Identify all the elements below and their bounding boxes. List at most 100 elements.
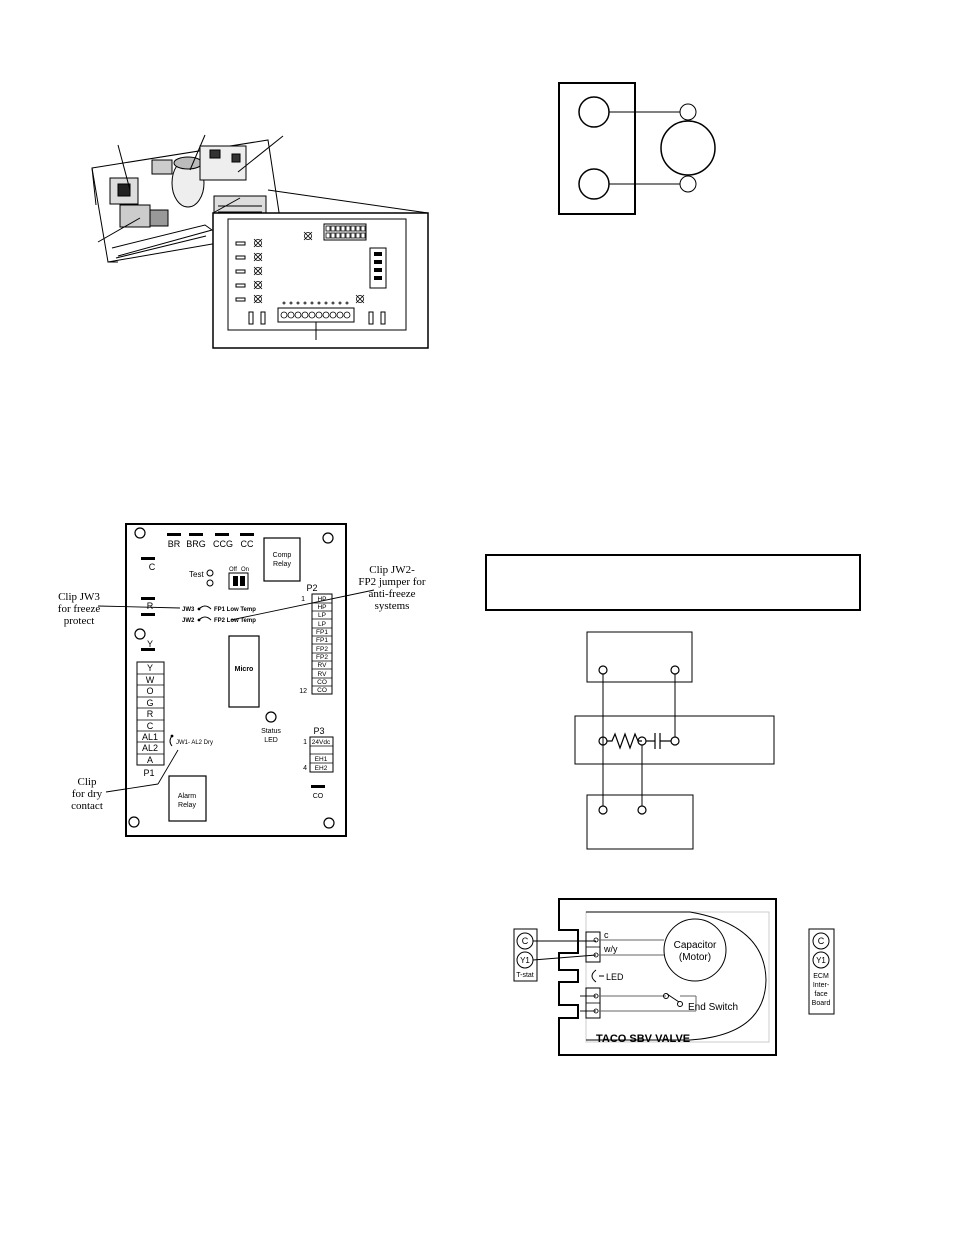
- tstat-terminals: C Y1 T-stat: [513, 928, 597, 982]
- p1-terminal: AL2: [142, 743, 158, 753]
- callout-jw2-line1: Clip JW2-: [369, 564, 415, 576]
- marker-y: Y: [147, 639, 153, 649]
- p2-first-pin: 1: [301, 596, 305, 603]
- status-led-label-1: Status: [261, 728, 281, 735]
- status-led: [265, 711, 277, 723]
- taco-valve-title: TACO SBV VALVE: [596, 1033, 690, 1045]
- jw1-text: JW1- AL2 Dry: [176, 740, 213, 746]
- dip-switch: [228, 572, 249, 590]
- tstat-terminal-c: C: [522, 936, 529, 946]
- board-callouts: Clip JW3 for freeze protect Clip JW2- FP…: [58, 564, 426, 812]
- callout-jw2-line4: systems: [375, 600, 410, 612]
- p2-terminal: HP: [317, 596, 326, 603]
- p1-terminal: W: [146, 675, 155, 685]
- wire-c-label: c: [604, 930, 609, 940]
- ecm-terminal-y1: Y1: [816, 956, 826, 965]
- capacitor-label-2: (Motor): [679, 952, 711, 963]
- p3-label: P3: [313, 726, 324, 736]
- jw2-label: JW2: [182, 618, 195, 624]
- p2-terminal: FP1: [316, 629, 328, 636]
- p1-terminal: C: [147, 721, 154, 731]
- p2-terminal: CO: [317, 687, 327, 694]
- p1-terminal-block: Y W O G R C AL1 AL2 A P1: [136, 661, 165, 778]
- comp-relay-label-2: Relay: [273, 561, 291, 568]
- end-switch-label: End Switch: [688, 1002, 738, 1013]
- p3-last-pin: 4: [303, 765, 307, 772]
- callout-dry-line1: Clip: [78, 776, 97, 788]
- callout-jw3-line3: protect: [64, 615, 95, 627]
- p3-terminal: EH2: [315, 765, 328, 772]
- p3-terminal-block: P3 1 4 24Vdc EH1 EH2 CO: [303, 726, 334, 800]
- co-label: CO: [313, 793, 324, 800]
- comp-relay: [263, 537, 301, 582]
- p1-label: P1: [143, 768, 154, 778]
- callout-jw2-line3: anti-freeze: [368, 588, 415, 600]
- p2-last-pin: 12: [299, 688, 307, 695]
- callout-jw2-line2: FP2 jumper for: [358, 576, 426, 588]
- alarm-relay-label-2: Relay: [178, 802, 196, 809]
- tstat-terminal-y1: Y1: [520, 956, 530, 965]
- p3-first-pin: 1: [303, 739, 307, 746]
- status-led-label-2: LED: [264, 737, 278, 744]
- p2-terminal: LP: [318, 612, 326, 619]
- p1-terminal: R: [147, 709, 154, 719]
- jw3-text: FP1 Low Temp: [214, 607, 256, 613]
- callout-dry-line3: contact: [71, 800, 103, 812]
- ecm-label-2: Inter-: [813, 982, 830, 989]
- jw2-text: FP2 Low Temp: [214, 618, 256, 624]
- callout-jw3-line1: Clip JW3: [58, 591, 100, 603]
- p2-terminal: HP: [317, 604, 326, 611]
- p1-terminal: A: [147, 755, 153, 765]
- rc-circuit-diagram: [574, 631, 775, 850]
- p2-terminal: RV: [318, 671, 328, 678]
- led-icon: [591, 969, 597, 983]
- pump-wiring-schematic: [558, 82, 716, 215]
- p2-label: P2: [306, 583, 317, 593]
- p2-terminal: FP2: [316, 654, 328, 661]
- alarm-relay: [168, 775, 207, 822]
- ecm-label-3: face: [814, 991, 827, 998]
- note-box: [485, 554, 861, 611]
- led-label-cc: CC: [241, 539, 254, 549]
- taco-sbv-valve-diagram: Capacitor (Motor) c w/y LED End Switch T…: [513, 898, 835, 1056]
- board-inset: [212, 212, 429, 349]
- p2-terminal: LP: [318, 621, 326, 628]
- p2-terminal: CO: [317, 679, 327, 686]
- alarm-relay-label-1: Alarm: [178, 793, 196, 800]
- micro-label: Micro: [235, 666, 254, 673]
- test-label: Test: [189, 570, 204, 579]
- unit-control-box-illustration: [91, 134, 429, 263]
- ecm-label-4: Board: [812, 1000, 831, 1007]
- p3-terminal: EH1: [315, 756, 328, 763]
- p2-terminal: FP2: [316, 646, 328, 653]
- microcontroller: [228, 635, 260, 708]
- p2-terminal: FP1: [316, 637, 328, 644]
- control-board: BR BRG CCG CC C R Y Test Off On Comp Rel…: [97, 523, 375, 837]
- led-label-brg: BRG: [186, 539, 206, 549]
- p2-terminal-block: P2 1 12 HP HP LP LP FP1 FP1 FP2 FP2: [299, 583, 333, 695]
- wire-wy-label: w/y: [603, 944, 618, 954]
- switch-on-label: On: [241, 567, 249, 573]
- led-label: LED: [606, 972, 624, 982]
- comp-relay-label-1: Comp: [273, 552, 292, 559]
- p2-terminal: RV: [318, 662, 328, 669]
- led-label-ccg: CCG: [213, 539, 233, 549]
- switch-off-label: Off: [229, 567, 237, 573]
- capacitor-label-1: Capacitor: [674, 940, 717, 951]
- ecm-terminal-c: C: [818, 936, 825, 946]
- marker-r: R: [147, 601, 154, 611]
- callout-dry-line2: for dry: [72, 788, 103, 800]
- ecm-label-1: ECM: [813, 973, 829, 980]
- led-label-br: BR: [168, 539, 181, 549]
- p1-terminal: G: [146, 698, 153, 708]
- p1-terminal: AL1: [142, 732, 158, 742]
- marker-c: C: [149, 562, 156, 572]
- p3-terminal: 24Vdc: [312, 739, 331, 746]
- p1-terminal: Y: [147, 663, 153, 673]
- p1-terminal: O: [146, 686, 153, 696]
- tstat-label: T-stat: [516, 972, 534, 979]
- callout-jw3-line2: for freeze: [58, 603, 101, 615]
- jw3-label: JW3: [182, 607, 195, 613]
- ecm-interface-terminals: C Y1 ECM Inter- face Board: [580, 928, 835, 1015]
